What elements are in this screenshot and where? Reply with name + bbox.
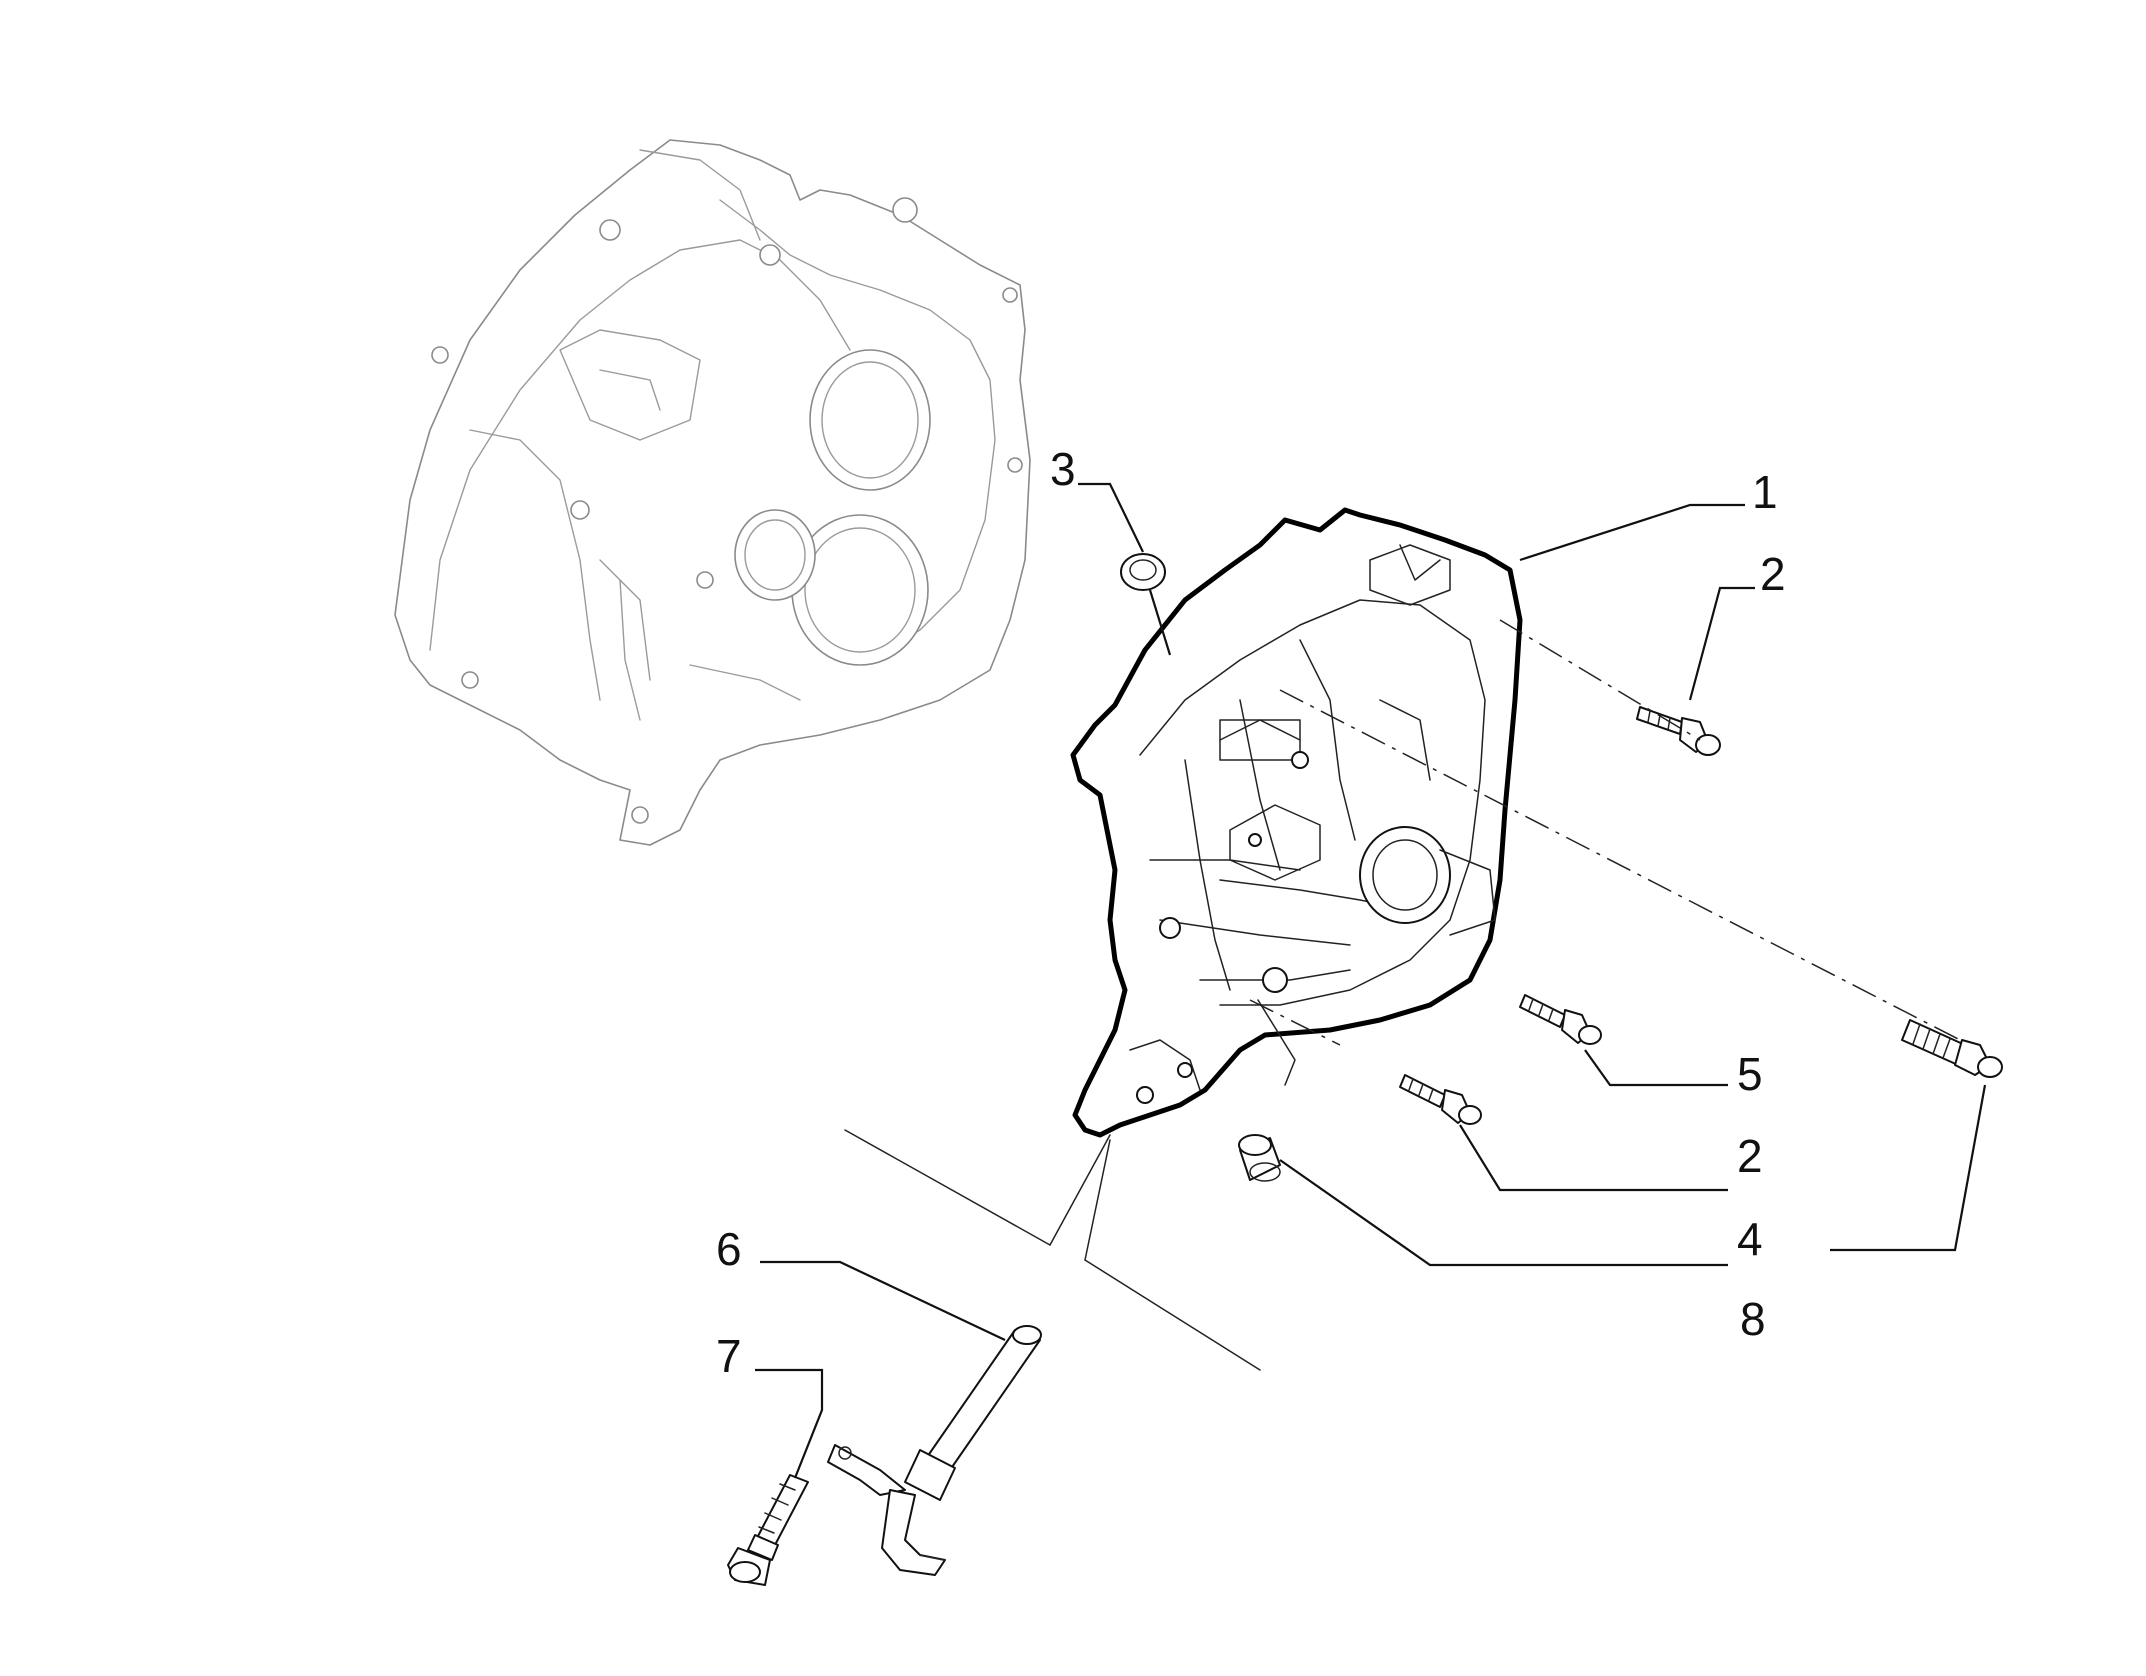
- seal-ring-part-3: [1120, 553, 1166, 591]
- callout-2-upper: 2: [1760, 548, 1786, 600]
- callout-2-lower: 2: [1737, 1130, 1763, 1182]
- pin-with-bracket-part-6: [827, 1325, 1042, 1576]
- leader-lines: [755, 482, 1987, 1479]
- gearbox-cover-part-1: [1070, 507, 1523, 1138]
- alignment-lines: [1249, 619, 1961, 1046]
- stud-part-8: [1901, 1019, 2003, 1078]
- callout-labels: 3 1 2 5 2 4 8 6 7: [716, 443, 1786, 1382]
- callout-7: 7: [716, 1330, 742, 1382]
- bolt-part-7: [727, 1474, 809, 1586]
- callout-8: 8: [1740, 1293, 1766, 1345]
- callout-6: 6: [716, 1223, 742, 1275]
- bushing-part-4: [1238, 1134, 1281, 1182]
- bolt-part-5: [1519, 994, 1602, 1045]
- gearbox-housing-background: [394, 139, 1031, 846]
- exploded-guide-lines: [844, 999, 1296, 1371]
- callout-1: 1: [1752, 466, 1778, 518]
- bolt-part-2-upper: [1636, 706, 1721, 756]
- callout-3: 3: [1050, 443, 1076, 495]
- bolt-part-2-lower: [1399, 1074, 1482, 1125]
- callout-5: 5: [1737, 1048, 1763, 1100]
- callout-4: 4: [1737, 1213, 1763, 1265]
